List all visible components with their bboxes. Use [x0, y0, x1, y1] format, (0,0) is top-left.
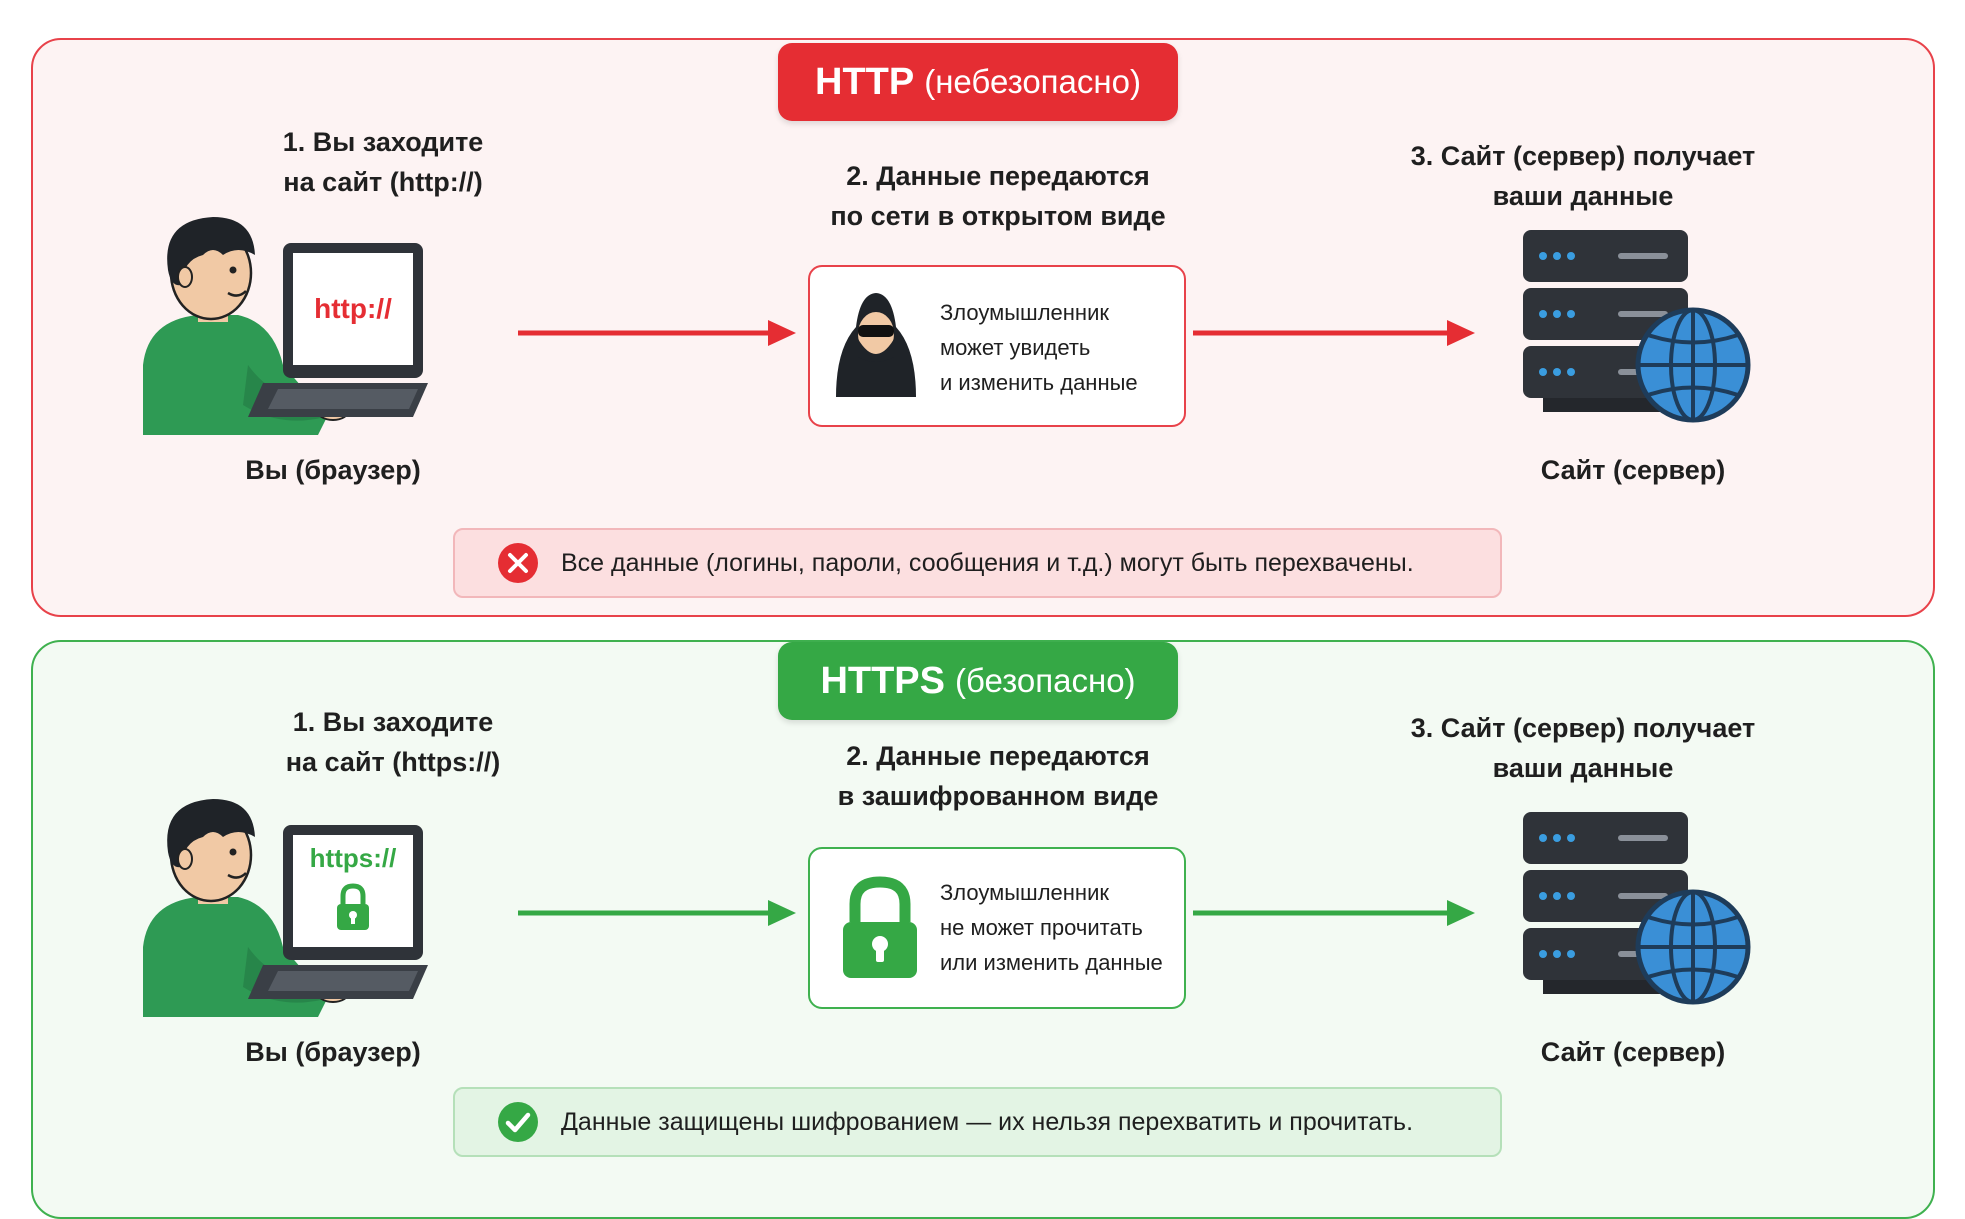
- http-title-banner: HTTP (небезопасно): [778, 43, 1178, 121]
- http-arrow-to-middle: [518, 320, 796, 346]
- http-warning-notice: Все данные (логины, пароли, сообщения и …: [453, 528, 1502, 598]
- http-threat-box: Злоумышленник может увидеть и изменить д…: [808, 265, 1186, 427]
- https-screen-url: https://: [309, 843, 397, 873]
- https-title-main: HTTPS: [820, 659, 945, 702]
- http-client-label: Вы (браузер): [245, 455, 421, 485]
- https-server-label: Сайт (сервер): [1540, 1037, 1726, 1067]
- http-notice-text: Все данные (логины, пароли, сообщения и …: [561, 548, 1414, 577]
- user-laptop-icon: [143, 799, 428, 1017]
- globe-icon: [1635, 307, 1751, 423]
- x-circle-icon: [498, 543, 538, 583]
- https-threat-text: Злоумышленник не может прочитать или изм…: [940, 880, 1163, 975]
- https-client-label: Вы (браузер): [245, 1037, 421, 1067]
- https-success-notice: Данные защищены шифрованием — их нельзя …: [453, 1087, 1502, 1157]
- https-arrow-to-middle: [518, 900, 796, 926]
- https-title-sub: (безопасно): [955, 662, 1136, 699]
- http-title-sub: (небезопасно): [924, 63, 1141, 100]
- https-threat-box: Злоумышленник не может прочитать или изм…: [808, 847, 1186, 1009]
- https-notice-text: Данные защищены шифрованием — их нельзя …: [561, 1107, 1414, 1136]
- http-step-3: 3. Сайт (сервер) получает ваши данные: [1410, 141, 1756, 211]
- https-step-2: 2. Данные передаются в зашифрованном вид…: [837, 741, 1159, 811]
- globe-icon: [1635, 889, 1751, 1005]
- http-step-2: 2. Данные передаются по сети в открытом …: [830, 161, 1166, 231]
- http-server-label: Сайт (сервер): [1540, 455, 1726, 485]
- user-laptop-icon: [143, 217, 428, 435]
- server-icon: [1523, 812, 1751, 1005]
- https-title-banner: HTTPS (безопасно): [778, 642, 1178, 720]
- check-circle-icon: [498, 1102, 538, 1142]
- server-icon: [1523, 230, 1751, 423]
- http-step-1: 1. Вы заходите на сайт (http://): [282, 127, 484, 197]
- http-panel: HTTP (небезопасно) 1. Вы заходите на сай…: [31, 38, 1935, 617]
- http-laptop-screen: http://: [293, 253, 413, 365]
- https-user-illustration: https://: [143, 797, 533, 1022]
- https-step-1: 1. Вы заходите на сайт (https://): [285, 707, 501, 777]
- https-step-3: 3. Сайт (сервер) получает ваши данные: [1410, 713, 1756, 783]
- hacker-icon: [836, 293, 916, 397]
- http-user-illustration: http://: [143, 215, 533, 440]
- lock-icon: [843, 876, 917, 978]
- http-server-illustration: [1513, 230, 1753, 435]
- screen-lock-icon: [337, 883, 369, 930]
- https-laptop-screen: https://: [293, 835, 413, 947]
- http-title-main: HTTP: [815, 60, 915, 103]
- https-arrow-to-server: [1193, 900, 1475, 926]
- http-screen-url: http://: [314, 293, 392, 324]
- https-server-illustration: [1513, 812, 1753, 1017]
- https-panel: HTTPS (безопасно) 1. Вы заходите на сайт…: [31, 640, 1935, 1219]
- http-threat-text: Злоумышленник может увидеть и изменить д…: [940, 300, 1138, 395]
- http-arrow-to-server: [1193, 320, 1475, 346]
